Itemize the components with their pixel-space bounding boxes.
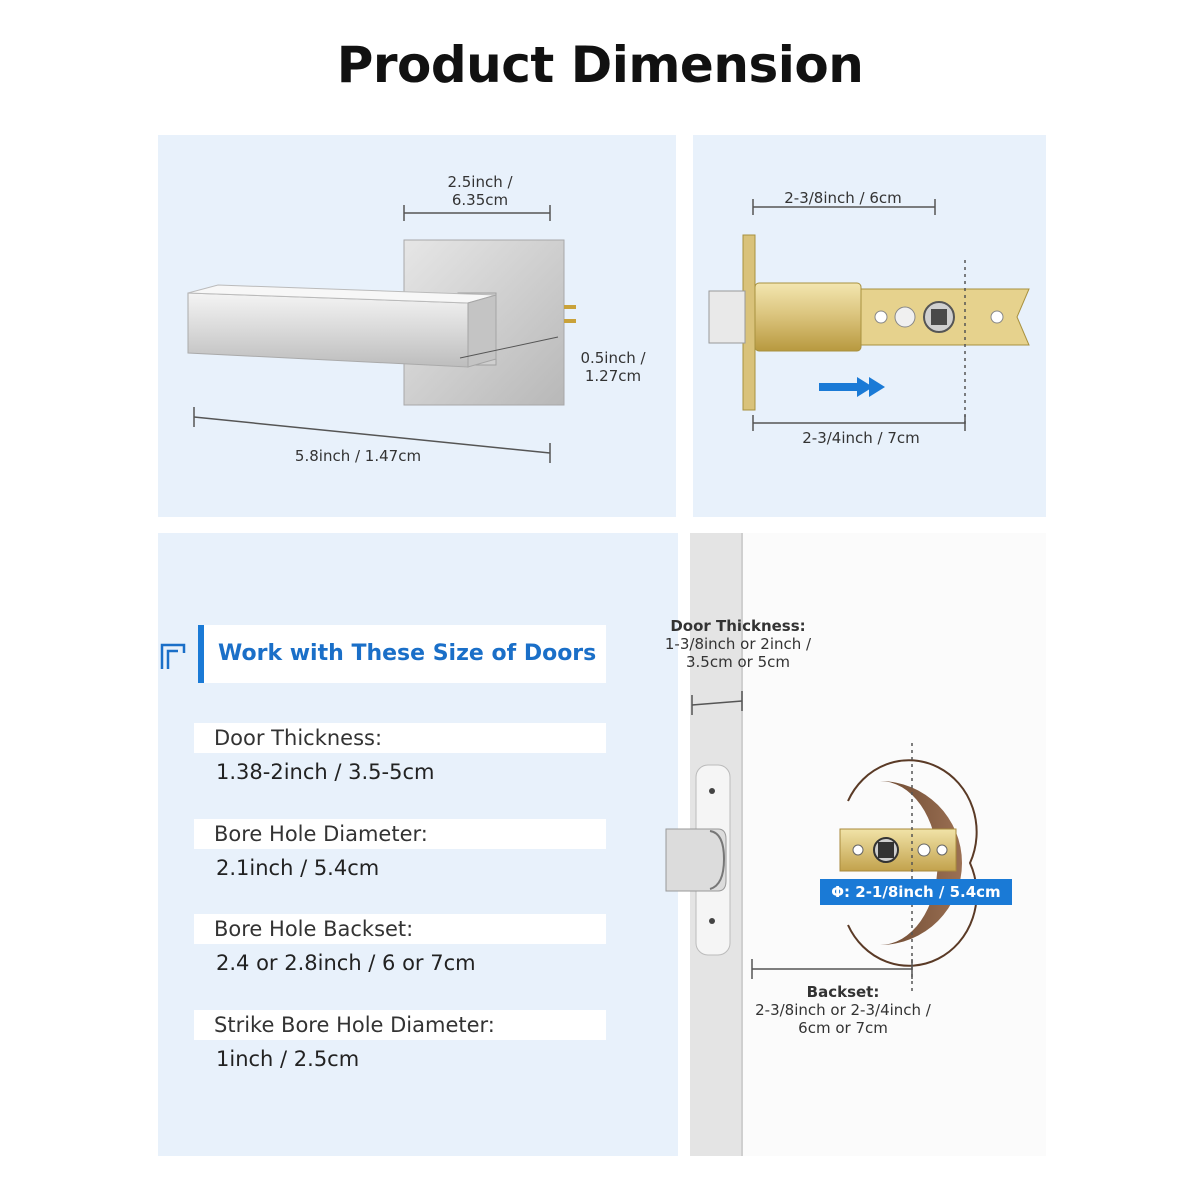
lever-width-label: 2.5inch / 6.35cm — [447, 173, 513, 209]
spec-label: Bore Hole Backset: — [194, 914, 606, 944]
door-sizes-heading-bar: Work with These Size of Doors — [198, 625, 606, 683]
door-illustration-panel: Door Thickness: 1-3/8inch or 2inch / 3.5… — [665, 533, 1046, 1156]
door-frame-icon — [160, 643, 186, 669]
door-thickness-label: Door Thickness: 1-3/8inch or 2inch / 3.5… — [664, 617, 812, 671]
spec-strike-bore-hole-diameter: Strike Bore Hole Diameter: 1inch / 2.5cm — [194, 1010, 606, 1074]
spec-label: Door Thickness: — [194, 723, 606, 753]
spec-label: Strike Bore Hole Diameter: — [194, 1010, 606, 1040]
spec-label: Bore Hole Diameter: — [194, 819, 606, 849]
spec-bore-hole-backset: Bore Hole Backset: 2.4 or 2.8inch / 6 or… — [194, 914, 606, 978]
lever-depth-label: 0.5inch / 1.27cm — [580, 349, 646, 385]
door-sizes-panel: Work with These Size of Doors Door Thick… — [158, 533, 678, 1156]
lever-dimension-panel: 2.5inch / 6.35cm 0.5inch / 1.27cm 5.8inc… — [158, 135, 676, 517]
bore-diameter-label: Φ: 2-1/8inch / 5.4cm — [831, 883, 1001, 901]
spec-door-thickness: Door Thickness: 1.38-2inch / 3.5-5cm — [194, 723, 606, 787]
latch-illustration — [708, 199, 1030, 431]
door-sizes-heading: Work with These Size of Doors — [218, 641, 597, 666]
spec-value: 1inch / 2.5cm — [216, 1047, 360, 1071]
page-title: Product Dimension — [336, 36, 864, 94]
latch-top-label: 2-3/8inch / 6cm — [784, 189, 902, 207]
lever-length-label: 5.8inch / 1.47cm — [294, 447, 422, 465]
door-diagram — [665, 533, 1046, 1156]
spec-bore-hole-diameter: Bore Hole Diameter: 2.1inch / 5.4cm — [194, 819, 606, 883]
latch-bottom-label: 2-3/4inch / 7cm — [802, 429, 920, 447]
latch-dimension-panel: 2-3/8inch / 6cm 2-3/4inch / 7cm — [693, 135, 1046, 517]
spec-value: 1.38-2inch / 3.5-5cm — [216, 760, 435, 784]
spec-value: 2.1inch / 5.4cm — [216, 856, 380, 880]
lever-illustration — [187, 205, 576, 463]
backset-label: Backset: 2-3/8inch or 2-3/4inch / 6cm or… — [755, 983, 931, 1037]
spec-value: 2.4 or 2.8inch / 6 or 7cm — [216, 951, 476, 975]
